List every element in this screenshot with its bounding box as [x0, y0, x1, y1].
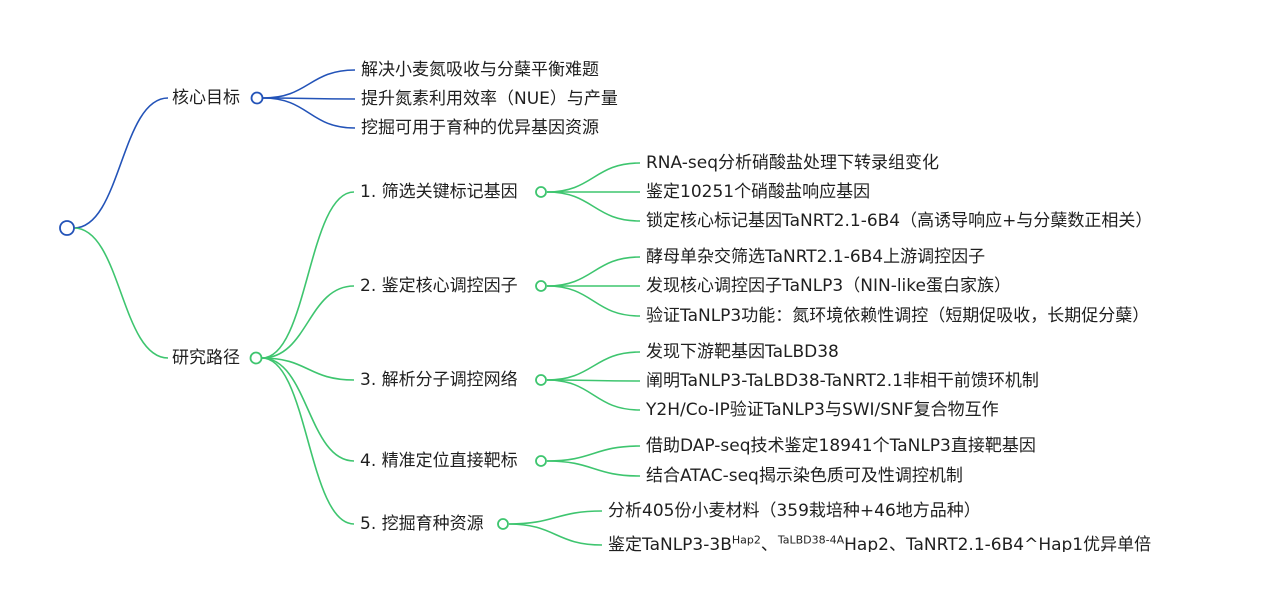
step-leaf[interactable]: 发现下游靶基因TaLBD38 — [646, 342, 839, 362]
step-leaf[interactable]: 阐明TaNLP3-TaLBD38-TaNRT2.1非相干前馈环机制 — [646, 371, 1039, 391]
mind-map-canvas: 核心目标 研究路径 解决小麦氮吸收与分蘖平衡难题 提升氮素利用效率（NUE）与产… — [59, 60, 1153, 552]
connector-step2-leaf-0 — [546, 351, 641, 381]
connector-goal-leaf-1 — [262, 97, 356, 100]
step-leaf[interactable]: Y2H/Co-IP验证TaNLP3与SWI/SNF复合物互作 — [646, 400, 999, 420]
step-leaf-haplotypes[interactable]: 鉴定TaNLP3-3BHap2、TaLBD38-4AHap2、TaNRT2.1-… — [608, 534, 1151, 552]
step-leaf[interactable]: 借助DAP-seq技术鉴定18941个TaNLP3直接靶基因 — [646, 436, 1036, 456]
connector-path-step-0 — [261, 191, 355, 359]
connector-step4-leaf-0 — [508, 510, 603, 525]
superscript: Hap2 — [731, 533, 761, 547]
step-identify-regulators[interactable]: 2. 鉴定核心调控因子 — [360, 276, 518, 296]
step-leaf[interactable]: 锁定核心标记基因TaNRT2.1-6B4（高诱导响应+与分蘖数正相关） — [646, 211, 1153, 231]
connector-step2-leaf-2 — [546, 379, 641, 411]
connector-step3-leaf-1 — [546, 460, 641, 477]
branch-core-goal[interactable]: 核心目标 — [172, 88, 240, 108]
connector-step4-leaf-1 — [508, 523, 603, 546]
connector-step0-leaf-2 — [546, 191, 641, 222]
connector-path-step-2 — [261, 357, 355, 381]
superscript: TaLBD38-4A — [777, 533, 845, 547]
step-breeding-resources[interactable]: 5. 挖掘育种资源 — [360, 514, 484, 534]
leaf-text: 鉴定TaNLP3-3B — [608, 535, 732, 552]
connector-step1-leaf-0 — [546, 256, 641, 287]
step-leaf[interactable]: 鉴定10251个硝酸盐响应基因 — [646, 182, 871, 202]
step-leaf[interactable]: 分析405份小麦材料（359栽培种+46地方品种） — [608, 501, 981, 521]
connector-step3-leaf-0 — [546, 445, 641, 462]
connector-layer — [59, 69, 641, 546]
goal-item[interactable]: 解决小麦氮吸收与分蘖平衡难题 — [361, 60, 599, 80]
step2-collapse-toggle[interactable] — [535, 374, 547, 386]
step-regulatory-network[interactable]: 3. 解析分子调控网络 — [360, 370, 518, 390]
step1-collapse-toggle[interactable] — [535, 280, 547, 292]
connector-path-step-4 — [261, 357, 355, 525]
step-screen-marker-genes[interactable]: 1. 筛选关键标记基因 — [360, 182, 518, 202]
root-node-icon[interactable] — [59, 220, 75, 236]
step0-collapse-toggle[interactable] — [535, 186, 547, 198]
goal-item[interactable]: 挖掘可用于育种的优异基因资源 — [361, 118, 599, 138]
connector-root-goal — [73, 97, 169, 229]
connector-path-step-3 — [261, 357, 355, 462]
connector-goal-leaf-0 — [262, 69, 356, 99]
branch-research-path[interactable]: 研究路径 — [172, 348, 240, 368]
step4-collapse-toggle[interactable] — [497, 518, 509, 530]
step-direct-targets[interactable]: 4. 精准定位直接靶标 — [360, 451, 518, 471]
leaf-text: 、 — [760, 535, 778, 552]
path-collapse-toggle[interactable] — [249, 351, 263, 365]
step-leaf[interactable]: 结合ATAC-seq揭示染色质可及性调控机制 — [646, 466, 963, 486]
step-leaf[interactable]: RNA-seq分析硝酸盐处理下转录组变化 — [646, 153, 940, 173]
goal-collapse-toggle[interactable] — [250, 91, 264, 105]
connector-step1-leaf-2 — [546, 285, 641, 317]
step-leaf[interactable]: 发现核心调控因子TaNLP3（NIN-like蛋白家族） — [646, 276, 1011, 296]
leaf-text: Hap2、TaNRT2.1-6B4^Hap1优异单倍 — [844, 535, 1152, 552]
connector-step2-leaf-1 — [546, 379, 641, 382]
connector-path-step-1 — [261, 285, 355, 359]
connector-goal-leaf-2 — [262, 97, 356, 129]
step3-collapse-toggle[interactable] — [535, 455, 547, 467]
connector-step0-leaf-0 — [546, 162, 641, 193]
step-leaf[interactable]: 酵母单杂交筛选TaNRT2.1-6B4上游调控因子 — [646, 247, 986, 267]
goal-item[interactable]: 提升氮素利用效率（NUE）与产量 — [361, 89, 618, 109]
step-leaf[interactable]: 验证TaNLP3功能：氮环境依赖性调控（短期促吸收，长期促分蘖） — [646, 306, 1150, 326]
connector-root-path — [73, 227, 169, 359]
